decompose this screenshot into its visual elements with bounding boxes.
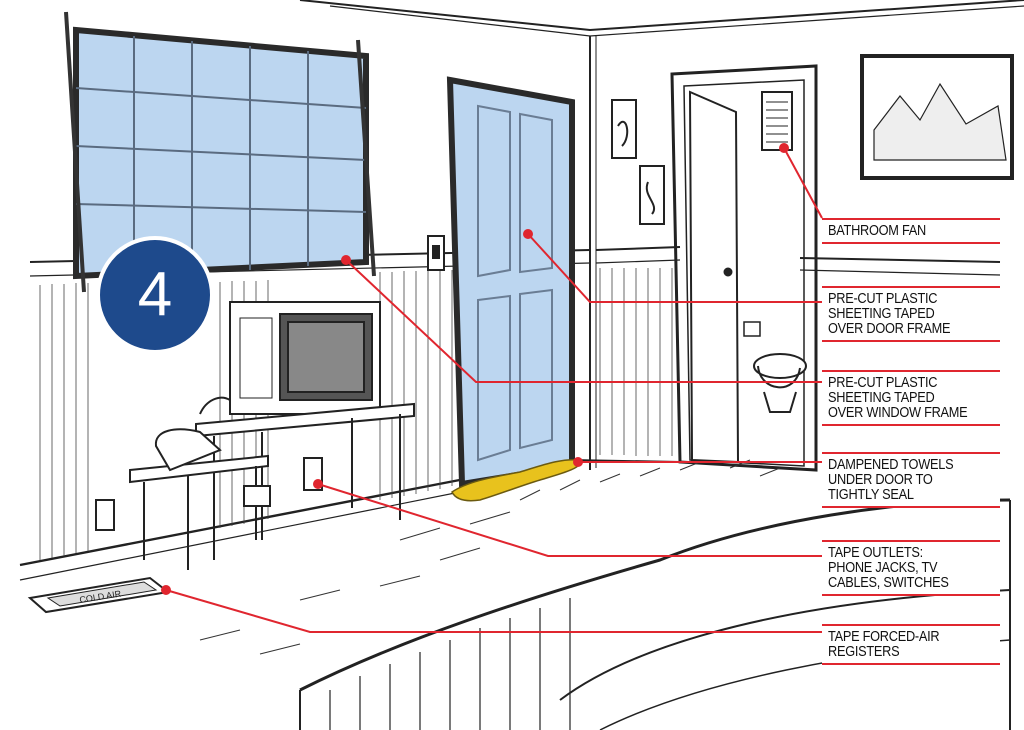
callout-window-sheeting: PRE-CUT PLASTIC SHEETING TAPED OVER WIND…: [822, 370, 1000, 426]
bed: [299, 498, 1011, 730]
callout-registers: TAPE FORCED-AIR REGISTERS: [822, 624, 1000, 665]
step-badge: 4: [96, 236, 214, 354]
callout-window-sheeting-text: PRE-CUT PLASTIC SHEETING TAPED OVER WIND…: [828, 375, 968, 421]
floor-rug: [199, 459, 781, 655]
callout-bathroom-fan: BATHROOM FAN: [822, 218, 1000, 244]
light-switch: [427, 235, 445, 271]
phone-table: [129, 396, 269, 570]
toilet-icon: [753, 353, 807, 379]
callout-door-sheeting-text: PRE-CUT PLASTIC SHEETING TAPED OVER DOOR…: [828, 291, 951, 337]
television: [229, 301, 381, 415]
bathroom-door-panel: [688, 90, 740, 464]
callout-outlets: TAPE OUTLETS: PHONE JACKS, TV CABLES, SW…: [822, 540, 1000, 596]
window: [64, 11, 376, 293]
callout-towels: DAMPENED TOWELS UNDER DOOR TO TIGHTLY SE…: [822, 452, 1000, 508]
dampened-towel: [451, 458, 581, 502]
door: [446, 76, 581, 502]
callout-outlets-text: TAPE OUTLETS: PHONE JACKS, TV CABLES, SW…: [828, 545, 949, 591]
callout-door-sheeting: PRE-CUT PLASTIC SHEETING TAPED OVER DOOR…: [822, 286, 1000, 342]
step-number: 4: [137, 260, 173, 329]
leader-lines: [161, 143, 823, 633]
callout-towels-text: DAMPENED TOWELS UNDER DOOR TO TIGHTLY SE…: [828, 457, 954, 503]
telephone-icon: [154, 428, 222, 472]
bathroom-fan: [761, 91, 793, 151]
callout-bathroom-fan-text: BATHROOM FAN: [828, 223, 926, 239]
callout-registers-text: TAPE FORCED-AIR REGISTERS: [828, 629, 940, 660]
bathroom-doorway: [670, 64, 818, 472]
wall-art: [611, 54, 1014, 225]
